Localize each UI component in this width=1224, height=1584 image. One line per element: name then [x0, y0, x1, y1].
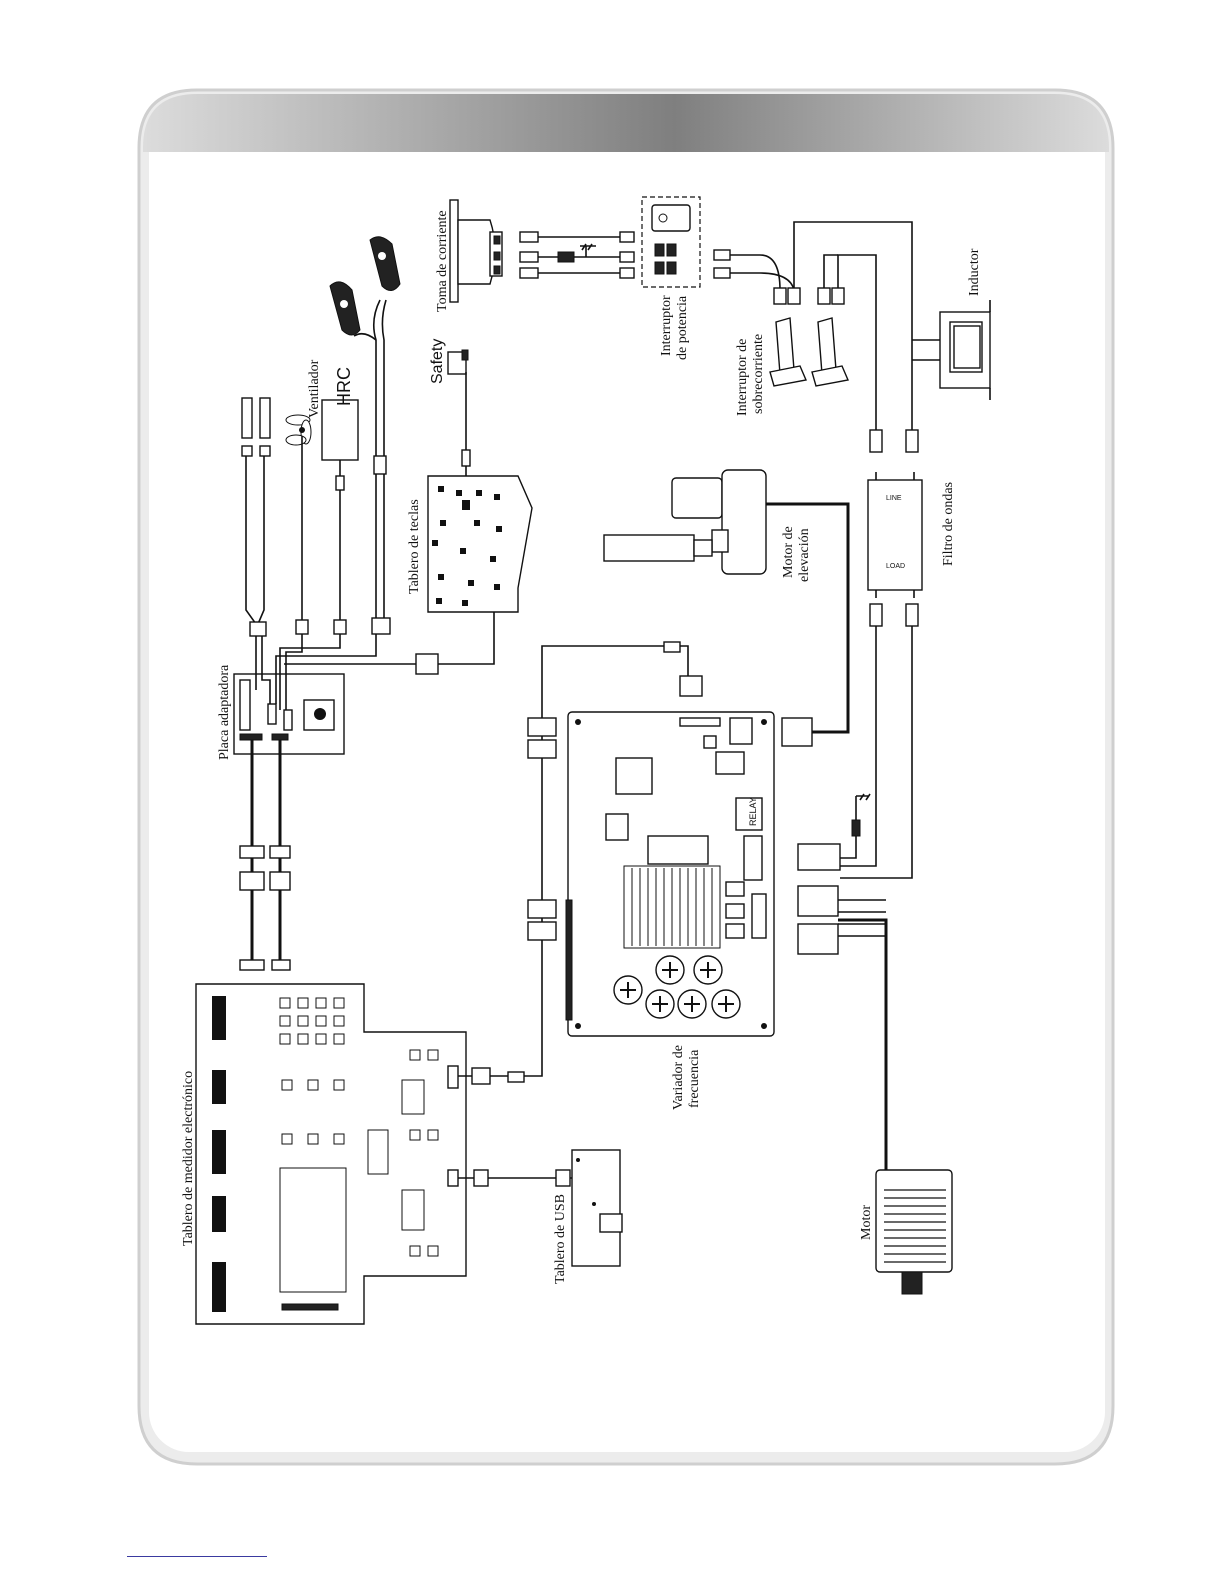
label-toma-corriente: Toma de corriente	[435, 210, 450, 312]
footer-line	[127, 1556, 267, 1557]
ground-icon	[856, 794, 870, 800]
filter-output-connectors	[840, 604, 918, 878]
label-ventilador: Ventilador	[307, 359, 322, 418]
safety-key	[448, 350, 470, 494]
key-board-connector	[416, 654, 438, 674]
label-placa-adaptadora: Placa adaptadora	[217, 664, 232, 760]
label-hrc: HRC	[334, 367, 354, 406]
label-variador-2: frecuencia	[687, 1049, 702, 1108]
adapter-board	[234, 634, 416, 754]
label-motor: Motor	[859, 1205, 874, 1240]
wave-filter: LINE LOAD	[868, 472, 922, 598]
key-board	[428, 476, 532, 664]
inverter-power-connectors	[782, 718, 886, 1200]
lift-motor	[604, 470, 848, 732]
label-tablero-medidor: Tablero de medidor electrónico	[181, 1071, 196, 1246]
drive-motor	[876, 1170, 952, 1294]
label-tablero-teclas: Tablero de teclas	[407, 499, 422, 594]
usb-board	[572, 1150, 622, 1266]
filter-load-label: LOAD	[886, 563, 905, 570]
overcurrent-switch	[770, 318, 848, 386]
label-tablero-usb: Tablero de USB	[553, 1194, 568, 1284]
label-inductor: Inductor	[967, 248, 982, 296]
side-connectors	[242, 398, 270, 636]
label-variador-1: Variador de	[671, 1045, 686, 1110]
power-socket	[450, 200, 502, 302]
label-interruptor-sobre-1: Interruptor de	[735, 339, 750, 416]
relay-label: RELAY	[748, 797, 758, 826]
adapter-meter-cables	[240, 740, 290, 970]
label-safety: Safety	[429, 339, 446, 384]
usb-cable	[458, 1170, 572, 1186]
ground-icon	[580, 244, 596, 257]
socket-wires	[520, 232, 634, 278]
fan-icon	[286, 415, 311, 634]
label-interruptor-potencia-2: de potencia	[675, 295, 690, 360]
label-filtro-ondas: Filtro de ondas	[941, 482, 956, 566]
power-switch	[642, 197, 700, 287]
label-interruptor-potencia-1: Interruptor	[659, 295, 674, 356]
filter-line-label: LINE	[886, 495, 902, 502]
frequency-inverter: RELAY	[566, 712, 774, 1036]
label-interruptor-sobre-2: sobrecorriente	[751, 334, 766, 414]
label-motor-elevacion-1: Motor de	[781, 526, 796, 578]
electronic-meter-board	[196, 984, 466, 1324]
hrc-sensor	[322, 400, 358, 634]
label-motor-elevacion-2: elevación	[797, 528, 812, 582]
inductor	[912, 300, 990, 430]
filter-input-connectors	[870, 430, 918, 452]
